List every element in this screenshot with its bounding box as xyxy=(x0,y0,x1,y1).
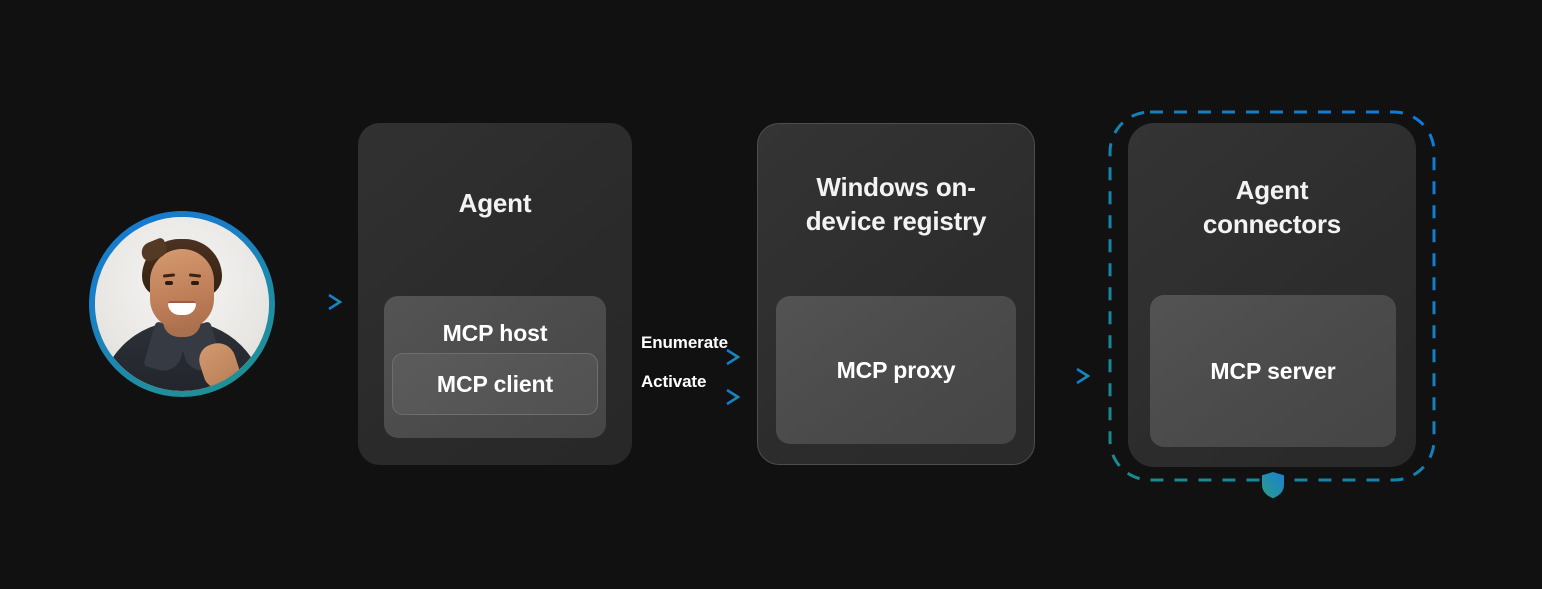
node-mcp-client-label: MCP client xyxy=(436,370,554,397)
node-mcp-proxy-label: MCP proxy xyxy=(836,356,956,383)
node-agent[interactable]: Agent MCP host MCP client xyxy=(358,123,632,465)
node-agent-title: Agent xyxy=(458,188,532,218)
shield-icon xyxy=(1261,471,1285,499)
node-mcp-server-label: MCP server xyxy=(1210,357,1336,384)
avatar xyxy=(89,211,275,397)
flow-label-enumerate: Enumerate xyxy=(641,333,728,352)
node-agent-connectors[interactable]: Agent connectors MCP server xyxy=(1128,123,1416,467)
arrow-user-to-agent xyxy=(288,290,348,314)
node-mcp-server[interactable]: MCP server xyxy=(1150,295,1396,447)
node-mcp-host[interactable]: MCP host MCP client xyxy=(384,296,606,438)
arrow-enumerate xyxy=(640,348,752,366)
node-mcp-host-label: MCP host xyxy=(442,320,548,346)
node-agent-connectors-title: Agent connectors xyxy=(1202,175,1342,239)
arrow-registry-to-connectors xyxy=(1040,366,1102,386)
node-mcp-client[interactable]: MCP client xyxy=(392,353,598,415)
arrow-activate xyxy=(640,388,752,406)
node-mcp-proxy[interactable]: MCP proxy xyxy=(776,296,1016,444)
flow-label-activate: Activate xyxy=(641,372,707,391)
node-registry-title: Windows on- device registry xyxy=(805,172,987,236)
node-registry[interactable]: Windows on- device registry MCP proxy xyxy=(757,123,1035,465)
avatar-image xyxy=(95,217,269,391)
